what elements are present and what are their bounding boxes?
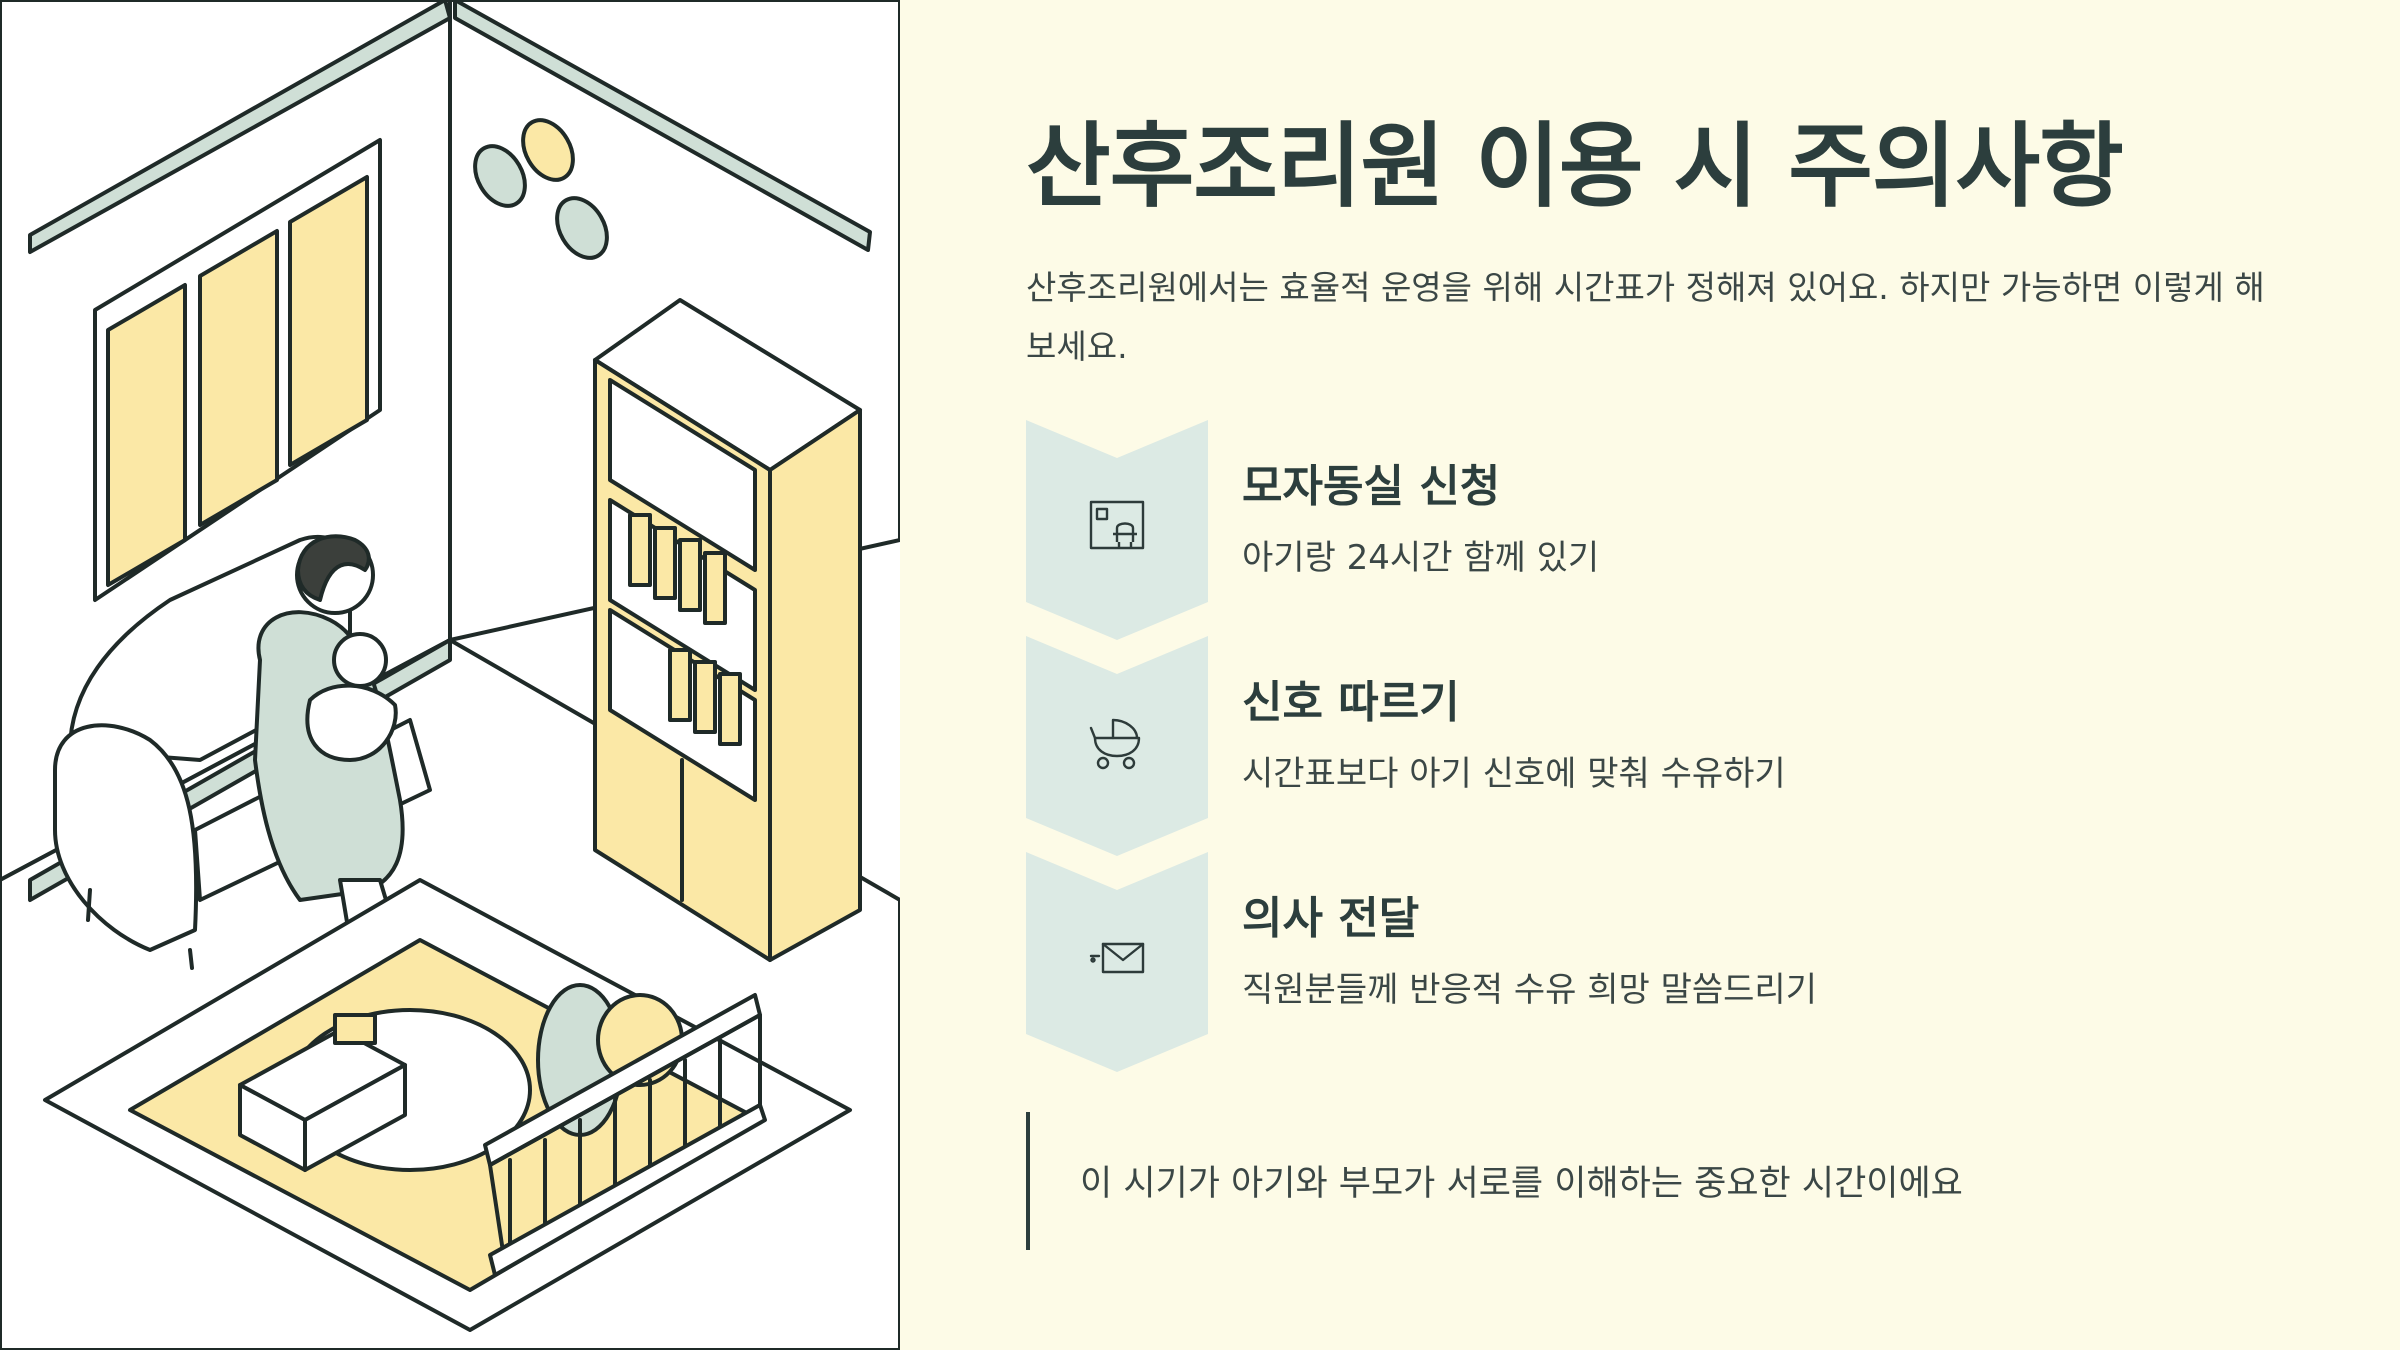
tip-chevron	[1026, 636, 1208, 856]
tip-item-follow-cues: 신호 따르기 시간표보다 아기 신호에 맞춰 수유하기	[1026, 636, 2326, 856]
room-illustration	[0, 0, 900, 1350]
content-panel: 산후조리원 이용 시 주의사항 산후조리원에서는 효율적 운영을 위해 시간표가…	[1026, 0, 2326, 1350]
quote-text: 이 시기가 아기와 부모가 서로를 이해하는 중요한 시간이에요	[1080, 1164, 1963, 1204]
tip-chevron	[1026, 420, 1208, 640]
page-title: 산후조리원 이용 시 주의사항	[1026, 113, 2124, 220]
tip-chevron	[1026, 852, 1208, 1072]
tip-description: 아기랑 24시간 함께 있기	[1242, 538, 1600, 578]
tip-title: 모자동실 신청	[1242, 461, 1501, 512]
tip-item-communicate: 의사 전달 직원분들께 반응적 수유 희망 말씀드리기	[1026, 852, 2326, 1072]
tip-item-rooming-in: 모자동실 신청 아기랑 24시간 함께 있기	[1026, 420, 2326, 640]
baby-head	[332, 632, 388, 688]
left-trim	[28, 0, 452, 254]
stroller-icon	[1089, 718, 1141, 770]
rooming-in-icon	[1089, 500, 1145, 550]
tip-title: 신호 따르기	[1242, 677, 1460, 728]
quote-bar	[1026, 1112, 1030, 1250]
right-trim	[453, 0, 872, 252]
envelope-icon	[1089, 942, 1145, 974]
intro-text: 산후조리원에서는 효율적 운영을 위해 시간표가 정해져 있어요. 하지만 가능…	[1026, 268, 2265, 366]
tip-title: 의사 전달	[1242, 893, 1420, 944]
tip-description: 직원분들께 반응적 수유 희망 말씀드리기	[1242, 970, 1817, 1010]
closing-quote: 이 시기가 아기와 부모가 서로를 이해하는 중요한 시간이에요	[1026, 1112, 2226, 1250]
tip-description: 시간표보다 아기 신호에 맞춰 수유하기	[1242, 754, 1786, 794]
